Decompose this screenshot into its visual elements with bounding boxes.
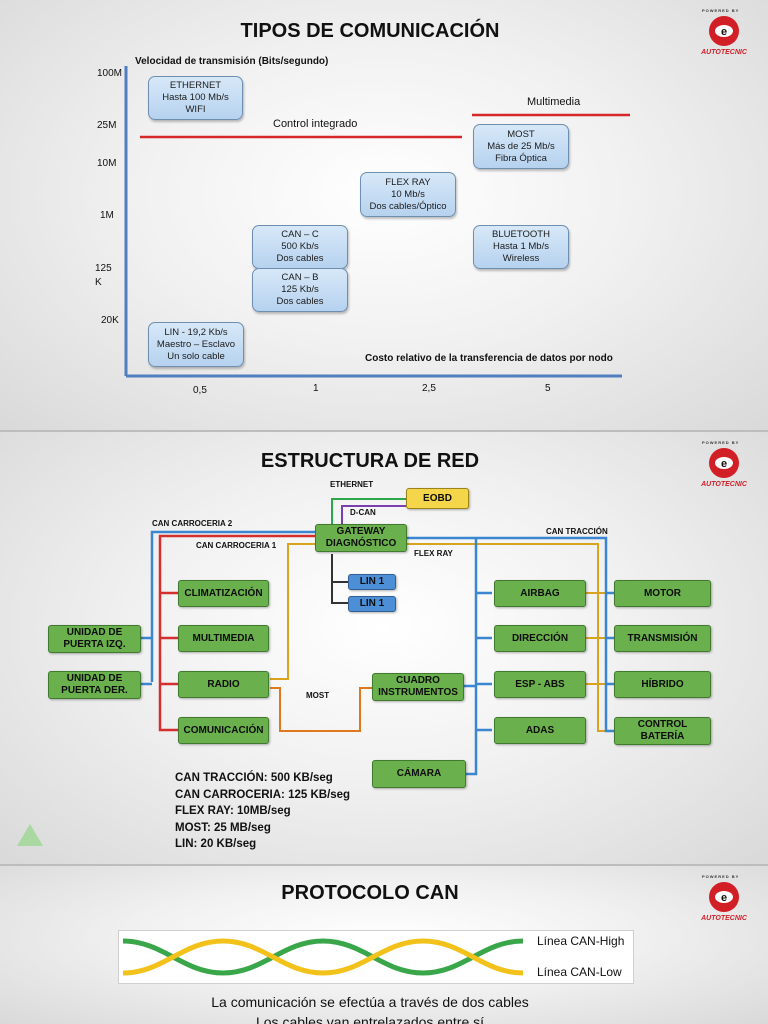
y-tick: 25M: [97, 120, 117, 131]
y-tick: 20K: [101, 315, 119, 326]
autotecnic-logo: POWERED BY e AUTOTECNIC: [701, 874, 747, 922]
ethernet-label: ETHERNET: [330, 480, 374, 489]
slide-title: ESTRUCTURA DE RED: [260, 450, 480, 472]
y-tick: K: [95, 277, 102, 288]
can-twisted-pair-panel: Línea CAN-High Línea CAN-Low: [118, 930, 634, 984]
logo-emblem-icon: e: [709, 448, 739, 478]
speed-item: CAN CARROCERIA: 125 KB/seg: [175, 788, 351, 801]
slide-protocolo-can: PROTOCOLO CAN POWERED BY e AUTOTECNIC Lí…: [0, 866, 768, 1024]
svg-text:e: e: [721, 26, 727, 38]
y-tick: 100M: [97, 68, 123, 79]
x-tick: 0,5: [193, 385, 207, 396]
speed-item: CAN TRACCIÓN: 500 KB/seg: [175, 772, 333, 784]
slide-estructura-red: ESTRUCTURA DE RED POWERED BY e AUTOTECNI…: [0, 432, 768, 864]
x-axis-label: Costo relativo de la transferencia de da…: [365, 353, 613, 364]
description-line-1: La comunicación se efectúa a través de d…: [211, 994, 529, 1010]
camara-node: CÁMARA: [372, 760, 466, 788]
can-carroceria-2-label: CAN CARROCERIA 2: [152, 519, 233, 528]
x-tick: 5: [545, 383, 551, 394]
can-traccion-line: [407, 536, 614, 733]
airbag-node: AIRBAG: [494, 580, 586, 607]
ethernet-line: [331, 498, 406, 526]
esp-abs-node: ESP - ABS: [494, 671, 586, 698]
climatizacion-node: CLIMATIZACIÓN: [178, 580, 269, 607]
control-integrado-label: Control integrado: [273, 118, 358, 130]
speed-item: LIN: 20 KB/seg: [175, 838, 257, 850]
description-line-2: Los cables van entrelazados entre sí: [255, 1014, 485, 1024]
slide-title: TIPOS DE COMUNICACIÓN: [240, 20, 500, 42]
can-carroceria-1-line: [158, 534, 316, 732]
flex-ray-label: FLEX RAY: [414, 549, 453, 558]
can-low-label: Línea CAN-Low: [537, 965, 622, 979]
triangle-nav-icon[interactable]: [16, 822, 44, 848]
svg-text:e: e: [721, 458, 727, 470]
network-wiring: [141, 495, 614, 776]
logo-emblem-icon: e: [709, 16, 739, 46]
can-carroceria-2-line: [150, 530, 316, 682]
svg-text:e: e: [721, 892, 727, 904]
can-carroceria-1-label: CAN CARROCERIA 1: [196, 541, 277, 550]
can-traccion-label: CAN TRACCIÓN: [546, 527, 608, 536]
flex-ray-line: [270, 543, 316, 680]
y-tick: 10M: [97, 158, 117, 169]
adas-node: ADAS: [494, 717, 586, 744]
hibrido-node: HÍBRIDO: [614, 671, 711, 698]
y-tick: 1M: [100, 210, 114, 221]
y-axis-label: Velocidad de transmisión (Bits/segundo): [135, 56, 329, 67]
lin1-node-a: LIN 1: [348, 574, 396, 590]
multimedia-node: MULTIMEDIA: [178, 625, 269, 652]
transmision-node: TRANSMISIÓN: [614, 625, 711, 652]
lin-line: [331, 554, 348, 604]
multimedia-label: Multimedia: [527, 96, 581, 108]
speed-list: CAN TRACCIÓN: 500 KB/seg CAN CARROCERIA:…: [175, 770, 350, 853]
x-tick: 2,5: [422, 383, 436, 394]
y-tick: 125: [95, 263, 112, 274]
most-line: [270, 687, 372, 732]
dcan-line: [341, 505, 406, 526]
twisted-pair-icon: [123, 938, 524, 976]
slide-separator: [0, 430, 768, 432]
logo-emblem-icon: e: [709, 882, 739, 912]
autotecnic-logo: POWERED BY e AUTOTECNIC: [701, 8, 747, 56]
can-high-label: Línea CAN-High: [537, 934, 625, 948]
most-label: MOST: [306, 691, 330, 700]
motor-node: MOTOR: [614, 580, 711, 607]
speed-item: FLEX RAY: 10MB/seg: [175, 805, 291, 817]
slide-separator: [0, 864, 768, 866]
direccion-node: DIRECCIÓN: [494, 625, 586, 652]
comunicacion-node: COMUNICACIÓN: [178, 717, 269, 744]
speed-cost-chart: [124, 66, 630, 378]
autotecnic-logo: POWERED BY e AUTOTECNIC: [701, 440, 747, 488]
dcan-label: D-CAN: [350, 508, 376, 517]
eobd-node: EOBD: [406, 488, 469, 509]
slide-title: PROTOCOLO CAN: [281, 882, 459, 904]
speed-item: MOST: 25 MB/seg: [175, 821, 271, 834]
x-tick: 1: [313, 383, 319, 394]
radio-node: RADIO: [178, 671, 269, 698]
slide-tipos-comunicacion: TIPOS DE COMUNICACIÓN POWERED BY e AUTOT…: [0, 0, 768, 430]
lin1-node-b: LIN 1: [348, 596, 396, 612]
